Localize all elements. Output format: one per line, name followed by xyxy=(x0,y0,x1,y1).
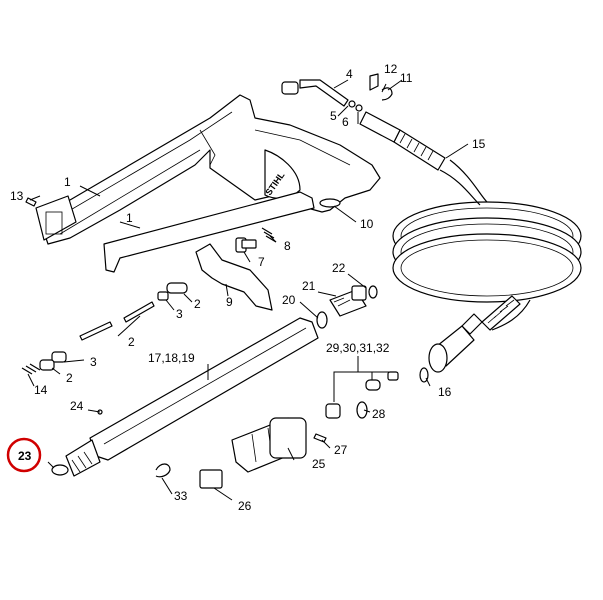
callout-12: 12 xyxy=(384,62,398,76)
callout-9: 9 xyxy=(226,295,233,309)
callout-labels: 1 1 2 2 2 3 3 4 5 6 7 8 9 10 11 12 13 14… xyxy=(10,62,486,513)
gun-housing xyxy=(35,94,381,245)
pin-2d xyxy=(39,359,55,371)
callout-10: 10 xyxy=(360,217,374,231)
part-31 xyxy=(387,371,399,381)
callout-22: 22 xyxy=(332,261,346,275)
highlight-circle xyxy=(6,437,42,473)
callout-6: 6 xyxy=(342,115,349,129)
callout-27: 27 xyxy=(334,443,348,457)
callout-24: 24 xyxy=(70,399,84,413)
clip-11 xyxy=(381,87,393,101)
callout-25: 25 xyxy=(312,457,326,471)
oring-28 xyxy=(356,401,368,419)
callout-13: 13 xyxy=(10,189,24,203)
callout-20: 20 xyxy=(282,293,296,307)
callout-21: 21 xyxy=(302,279,316,293)
oring-20 xyxy=(316,311,328,329)
oring-6 xyxy=(355,104,363,112)
callout-23: 23 xyxy=(18,449,32,463)
callout-4: 4 xyxy=(346,67,353,81)
lance-17-18-19 xyxy=(65,317,319,477)
callout-2c: 2 xyxy=(66,371,73,385)
callout-8: 8 xyxy=(284,239,291,253)
callout-2a: 2 xyxy=(194,297,201,311)
pin-2a xyxy=(166,282,188,294)
nozzle-assembly-25 xyxy=(231,417,307,473)
adapter-21 xyxy=(329,285,367,317)
callout-14: 14 xyxy=(34,383,48,397)
callout-3b: 3 xyxy=(90,355,97,369)
trigger-9 xyxy=(195,243,273,311)
oring-5 xyxy=(348,100,356,108)
part-29 xyxy=(325,403,341,419)
clip-33 xyxy=(155,463,171,478)
callout-29-30-31-32: 29,30,31,32 xyxy=(326,341,390,355)
spring-14 xyxy=(21,363,41,375)
hose-coil xyxy=(359,111,582,373)
callout-5: 5 xyxy=(330,109,337,123)
plate-26 xyxy=(199,469,223,489)
part-30 xyxy=(365,379,381,391)
shell-lower xyxy=(103,191,315,273)
callout-3a: 3 xyxy=(176,307,183,321)
callout-15: 15 xyxy=(472,137,486,151)
valve-7 xyxy=(235,237,257,253)
callout-28: 28 xyxy=(372,407,386,421)
rod-2b xyxy=(123,301,155,323)
oring-22 xyxy=(368,285,378,299)
callout-1b: 1 xyxy=(126,211,133,225)
callout-1a: 1 xyxy=(64,175,71,189)
oring-23 xyxy=(51,464,69,476)
pin-3b xyxy=(51,351,67,363)
leader-lines xyxy=(27,79,469,501)
pin-3a xyxy=(157,291,169,301)
callout-33: 33 xyxy=(174,489,188,503)
callout-16: 16 xyxy=(438,385,452,399)
callout-11: 11 xyxy=(400,71,413,85)
screw-13 xyxy=(25,197,37,207)
rod-2c xyxy=(79,321,113,341)
pin-27 xyxy=(313,433,327,443)
callout-2b: 2 xyxy=(128,335,135,349)
clip-12 xyxy=(369,73,379,91)
nozzle-fitting-4 xyxy=(281,79,349,107)
callout-26: 26 xyxy=(238,499,252,513)
callout-7: 7 xyxy=(258,255,265,269)
callout-17-18-19: 17,18,19 xyxy=(148,351,195,365)
